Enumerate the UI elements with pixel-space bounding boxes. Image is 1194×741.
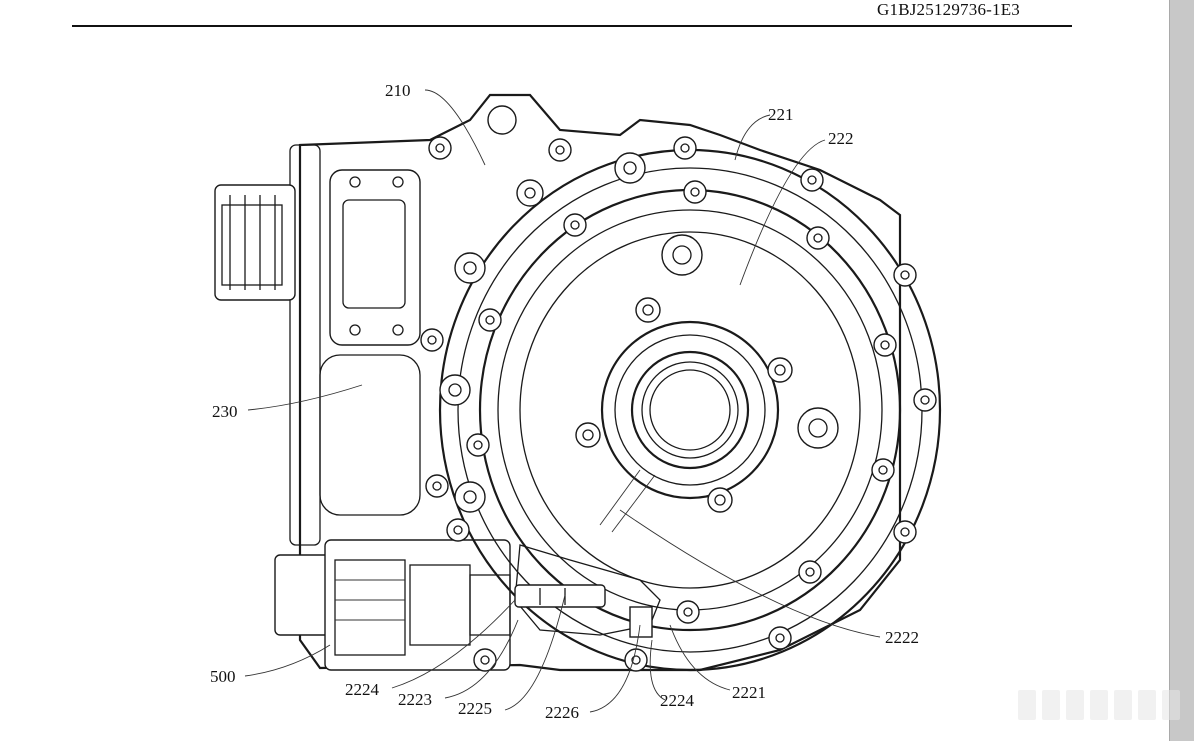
document-page: G1BJ25129736-1E3	[72, 0, 1072, 27]
ref-2223: 2223	[398, 690, 432, 709]
patent-figure: 210 221 222 230 500 2222 2224 2223 2225 …	[210, 81, 942, 722]
watermark	[1018, 690, 1180, 720]
hub-bolts	[575, 234, 839, 513]
shaft-hub	[600, 320, 780, 500]
ref-210: 210	[385, 81, 411, 100]
ref-230: 230	[212, 402, 238, 421]
module-500	[274, 539, 511, 671]
ref-2224-left: 2224	[345, 680, 380, 699]
outer-bolts	[420, 105, 937, 672]
controller-housing	[289, 93, 902, 672]
header-rule	[72, 25, 1072, 27]
leader-lines	[244, 89, 881, 713]
ref-2226: 2226	[545, 703, 579, 722]
scrollbar[interactable]	[1169, 0, 1194, 741]
connector	[214, 184, 296, 301]
ref-500: 500	[210, 667, 236, 686]
ref-221: 221	[768, 105, 794, 124]
ref-2224-right: 2224	[660, 691, 695, 710]
ref-2225: 2225	[458, 699, 492, 718]
ref-2221: 2221	[732, 683, 766, 702]
document-id: G1BJ25129736-1E3	[877, 0, 1020, 19]
ref-222: 222	[828, 129, 854, 148]
sensor-assembly	[514, 469, 661, 638]
ref-2222: 2222	[885, 628, 919, 647]
